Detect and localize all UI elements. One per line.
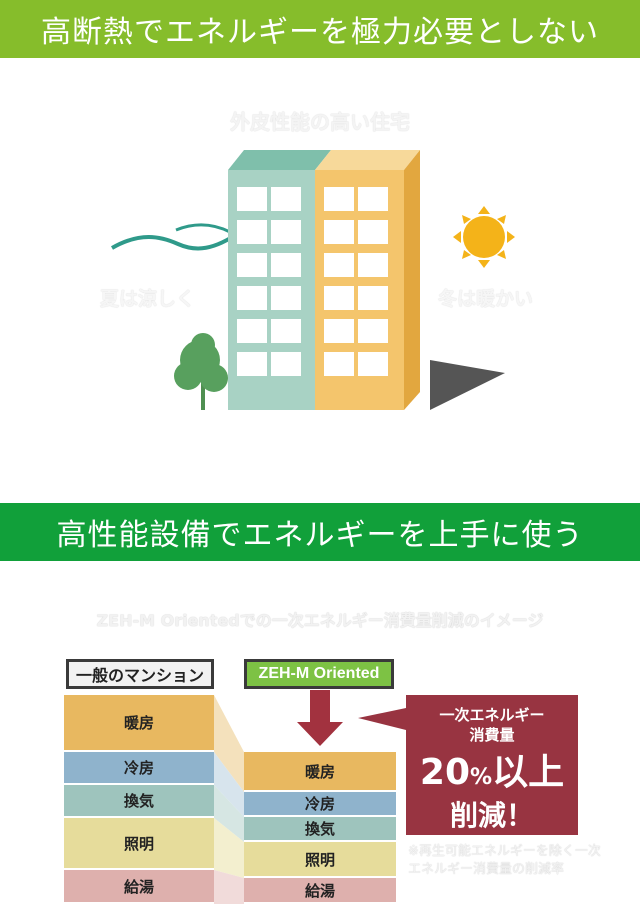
general-condo-label: 一般のマンション xyxy=(66,659,214,689)
wind-icon xyxy=(111,230,242,251)
window xyxy=(358,253,388,277)
general-lighting-segment: 照明 xyxy=(64,818,214,870)
down-arrow-icon xyxy=(297,690,343,746)
window xyxy=(237,253,267,277)
window xyxy=(358,286,388,310)
window xyxy=(237,187,267,211)
window xyxy=(237,319,267,343)
window xyxy=(324,352,354,376)
section-banner-insulation: 高断熱でエネルギーを極力必要としない xyxy=(0,0,640,58)
callout-line1: 一次エネルギー xyxy=(439,706,545,724)
window xyxy=(358,319,388,343)
reduction-text: 削減！ xyxy=(449,799,534,832)
building-windows xyxy=(237,187,388,376)
window xyxy=(358,352,388,376)
zeh-lighting-segment: 照明 xyxy=(244,842,396,878)
warm-winter-label: 冬は暖かい xyxy=(438,288,534,310)
window xyxy=(358,187,388,211)
tree-icon xyxy=(174,333,228,410)
window xyxy=(237,286,267,310)
cool-summer-label: 夏は涼しく xyxy=(100,288,196,310)
zeh-cooling-segment: 冷房 xyxy=(244,792,396,817)
building-caption: 外皮性能の高い住宅 xyxy=(230,110,410,134)
energy-reduction-callout: 一次エネルギー 消費量 20%以上 削減！ xyxy=(406,695,578,835)
general-cooling-segment: 冷房 xyxy=(64,752,214,785)
zeh-m-oriented-label: ZEH-M Oriented xyxy=(244,659,394,689)
reduction-percent: 20%以上 xyxy=(406,751,578,800)
percent-value: 20 xyxy=(419,752,471,793)
sun-icon xyxy=(453,206,515,268)
building-shadow xyxy=(430,360,505,410)
window xyxy=(324,286,354,310)
zeh-heating-segment: 暖房 xyxy=(244,752,396,792)
window xyxy=(324,187,354,211)
percent-unit: % xyxy=(470,765,493,790)
window xyxy=(271,286,301,310)
window xyxy=(237,352,267,376)
general-hot-water-segment: 給湯 xyxy=(64,870,214,904)
window xyxy=(271,220,301,244)
chart-caption: ZEH-M Orientedでの一次エネルギー消費量削減のイメージ xyxy=(96,611,544,630)
callout-line2: 消費量 xyxy=(469,726,515,744)
section-banner-equipment: 高性能設備でエネルギーを上手に使う xyxy=(0,503,640,561)
window xyxy=(358,220,388,244)
footnote: ※再生可能エネルギーを除く一次エネルギー消費量の削減率 xyxy=(408,844,601,877)
window xyxy=(324,319,354,343)
window xyxy=(324,253,354,277)
window xyxy=(271,352,301,376)
zeh-ventilation-segment: 換気 xyxy=(244,817,396,842)
general-heating-segment: 暖房 xyxy=(64,695,214,752)
zeh-hot-water-segment: 給湯 xyxy=(244,878,396,904)
building-illustration xyxy=(111,150,515,410)
window xyxy=(324,220,354,244)
window xyxy=(237,220,267,244)
window xyxy=(271,319,301,343)
window xyxy=(271,253,301,277)
window xyxy=(271,187,301,211)
general-ventilation-segment: 換気 xyxy=(64,785,214,818)
percent-suffix: 以上 xyxy=(492,752,565,793)
